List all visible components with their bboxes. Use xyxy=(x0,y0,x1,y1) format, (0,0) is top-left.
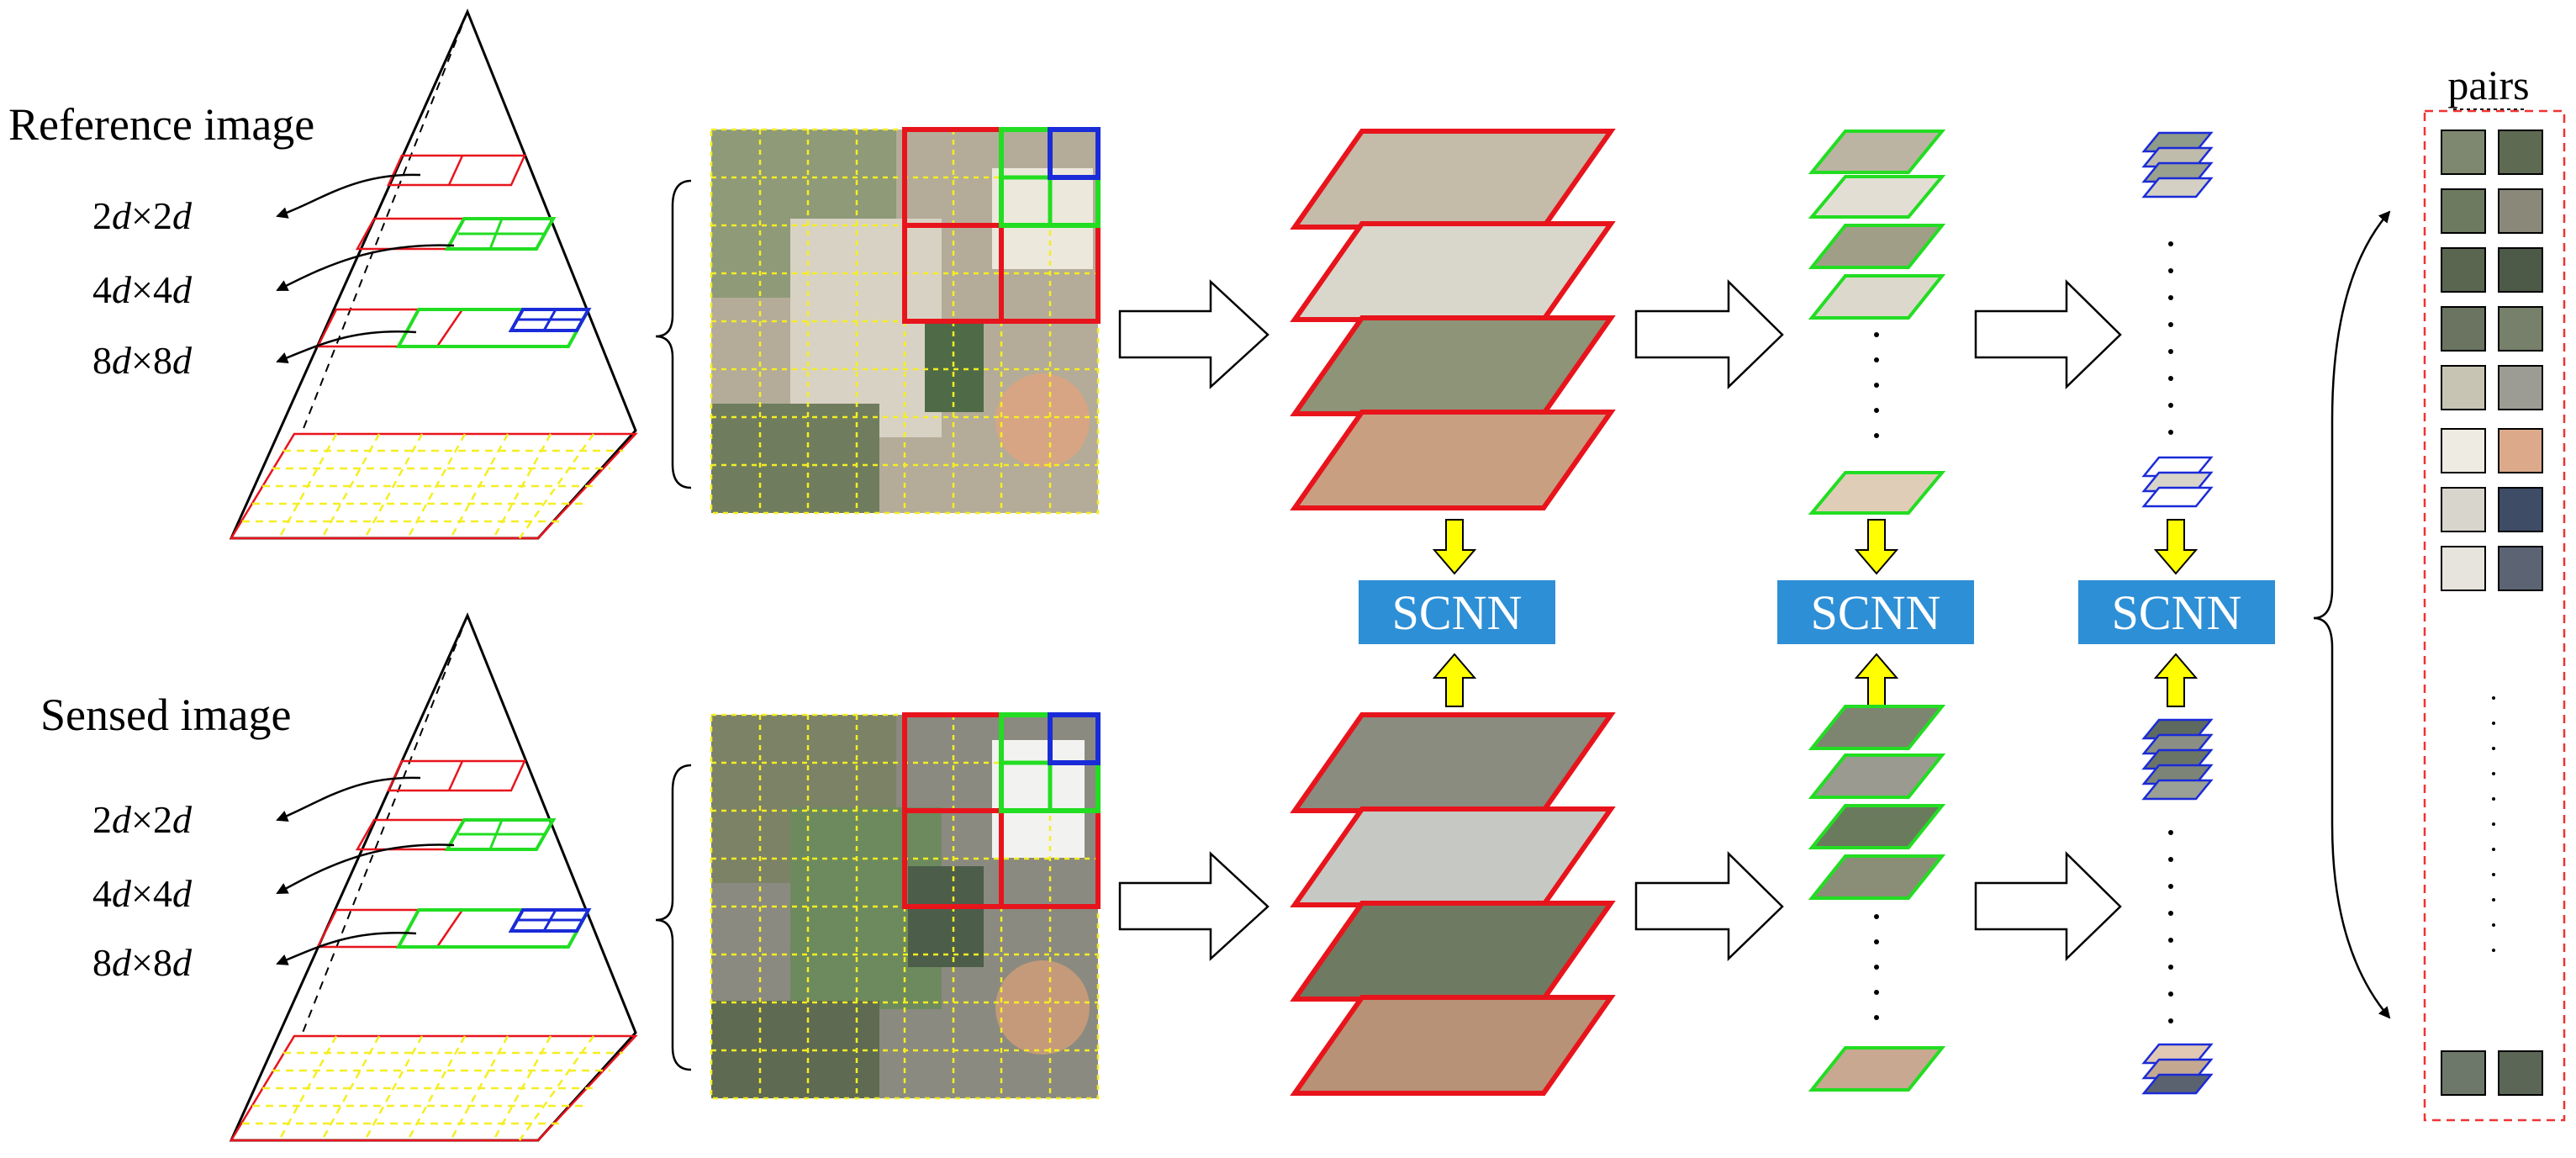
sensed-image-label: Sensed image xyxy=(40,690,291,740)
sensed-pyramid xyxy=(229,612,638,1142)
flow-arrow xyxy=(1634,851,1784,961)
flow-arrow xyxy=(1118,851,1270,961)
svg-text:SCNN: SCNN xyxy=(1392,585,1523,640)
scale-label-4d: 4d×4d xyxy=(92,872,193,915)
reference-pyramid xyxy=(229,8,638,540)
ellipsis-dots xyxy=(1874,914,1879,1020)
scnn-box: SCNN xyxy=(1777,580,1974,644)
sensed-blue-stack xyxy=(2141,718,2214,1095)
scale-label-8d: 8d×8d xyxy=(92,339,193,382)
pairs-container xyxy=(2423,109,2566,1122)
scale-label-4d: 4d×4d xyxy=(92,268,193,311)
scnn-modules: SCNN SCNN SCNN xyxy=(1359,519,2275,707)
reference-image-label: Reference image xyxy=(8,99,314,150)
svg-text:SCNN: SCNN xyxy=(1811,585,1941,640)
sensed-image-grid xyxy=(710,712,1101,1100)
scale-label-2d: 2d×2d xyxy=(92,798,193,841)
ellipsis-dots xyxy=(2168,830,2173,1023)
sensed-scale-labels: 2d×2d 4d×4d 8d×8d xyxy=(92,776,455,984)
svg-text:SCNN: SCNN xyxy=(2112,585,2242,640)
pairs-label: pairs xyxy=(2447,61,2529,108)
ellipsis-dots xyxy=(1874,332,1879,438)
reference-green-stack xyxy=(1808,130,1946,515)
reference-blue-stack xyxy=(2141,131,2214,508)
pairs-output: pairs xyxy=(2313,61,2566,1122)
flow-arrow xyxy=(1974,279,2122,389)
reference-brace xyxy=(655,179,692,489)
scnn-box: SCNN xyxy=(2078,580,2275,644)
reference-row: Reference image xyxy=(8,8,2214,540)
scale-label-2d: 2d×2d xyxy=(92,194,193,237)
sensed-patch-stack xyxy=(1290,712,1616,1096)
sensed-row: Sensed image xyxy=(40,612,2214,1142)
ellipsis-dots xyxy=(2492,696,2495,952)
flow-arrow xyxy=(1634,279,1784,389)
scnn-box: SCNN xyxy=(1359,580,1555,644)
reference-image-grid xyxy=(710,127,1101,515)
pairs-brace xyxy=(2313,210,2391,620)
flow-arrow xyxy=(1974,851,2122,961)
ellipsis-dots xyxy=(2168,241,2173,435)
sensed-green-stack xyxy=(1808,705,1946,1092)
pair-thumbnails xyxy=(2441,130,2543,1096)
flow-arrow xyxy=(1118,279,1270,389)
reference-patch-stack xyxy=(1290,129,1616,510)
scale-label-8d: 8d×8d xyxy=(92,941,193,984)
reference-scale-labels: 2d×2d 4d×4d 8d×8d xyxy=(92,173,455,382)
sensed-brace xyxy=(655,764,692,1071)
